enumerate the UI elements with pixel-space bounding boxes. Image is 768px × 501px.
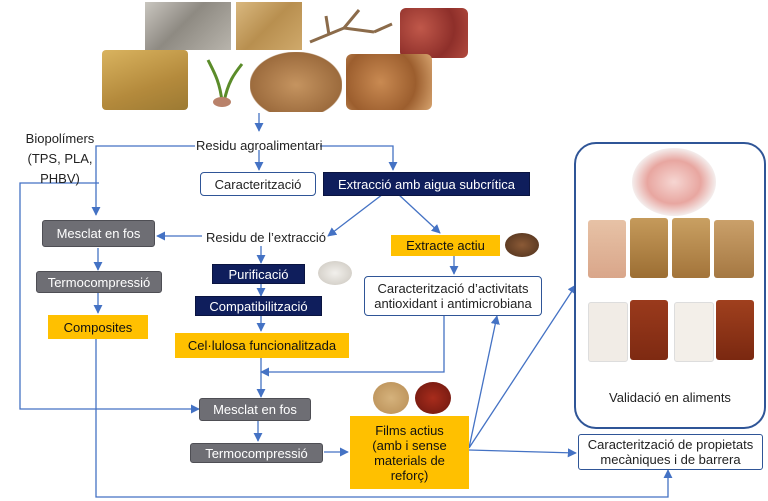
caracteritzacio-activitats-box: Caracterització d’activitats antioxidant… [364,276,542,316]
photo-packaged-food-row-2 [588,300,756,364]
arrow-residu-extraccio [320,145,398,171]
biopolimers-line-2: (TPS, PLA, [27,151,93,166]
mesclat-en-fos-box-1: Mesclat en fos [42,220,155,247]
branches-drawing [309,9,393,44]
photo-packaged-food-row-1 [588,216,756,282]
photo-white-powder [318,261,352,285]
termocompressio-box-2: Termocompressió [190,443,323,463]
biopolimers-label: Biopolímers (TPS, PLA, PHBV) [18,131,102,186]
arrow-extraccio-extracte [397,193,441,234]
residu-extraccio-label: Residu de l’extracció [206,230,326,245]
photo-shells [346,54,432,110]
photo-tan-film [373,382,409,414]
composites-box: Composites [48,315,148,339]
mesclat-en-fos-box-2: Mesclat en fos [199,398,311,421]
arrow-residu-mesclat1 [91,145,195,216]
photo-meat-plate [632,148,716,216]
photo-red-husks [400,8,468,58]
compatibilitzacio-box: Compatibilització [195,296,322,316]
validacio-label: Validació en aliments [609,390,731,405]
biopolimers-line-3: PHBV) [40,171,80,186]
photo-sawdust [236,2,302,50]
termocompressio-box-1: Termocompressió [36,271,162,293]
arrow-films-validacio [468,284,577,449]
celulosa-box: Cel·lulosa funcionalitzada [175,333,349,358]
activitats-line-1: Caracterització d’activitats [377,281,529,296]
photo-brown-extract [505,233,539,257]
biopolimers-line-1: Biopolímers [25,131,95,146]
extraccio-box: Extracció amb aigua subcrítica [323,172,530,196]
sprout-drawing [206,59,244,107]
photo-grey-residue [145,2,231,50]
films-line-4: reforç) [390,467,429,483]
photo-sprout [200,52,248,110]
films-line-1: Films actius [375,422,444,438]
photo-bran-pile [250,52,342,112]
arrow-films-activitats [468,315,500,449]
caracteritzacio-propietats-box: Caracterització de propietats mecàniques… [578,434,763,470]
caracteritzacio-box: Caracterització [200,172,316,196]
residu-agroalimentari-label: Residu agroalimentari [196,138,323,153]
arrow-biopolimers-mesclat2 [19,182,200,414]
films-actius-box: Films actius (amb i sense materials de r… [350,416,469,489]
validacio-panel: Validació en aliments [574,142,766,429]
purificacio-box: Purificació [212,264,305,284]
propietats-line-1: Caracterització de propietats [587,437,754,452]
arrow-films-propietats [468,448,577,458]
arrow-extraccio-residu [327,193,384,237]
photo-red-film [415,382,451,414]
extracte-actiu-box: Extracte actiu [391,235,500,256]
activitats-line-2: antioxidant i antimicrobiana [374,296,532,311]
photo-straw-bale [102,50,188,110]
arrow-activitats-mesclat2 [260,316,445,377]
films-line-2: (amb i sense [372,437,447,453]
arrow-composites-propietats [95,339,673,498]
films-line-3: materials de [374,452,445,468]
propietats-line-2: mecàniques i de barrera [600,452,741,467]
photo-branches [304,2,398,50]
